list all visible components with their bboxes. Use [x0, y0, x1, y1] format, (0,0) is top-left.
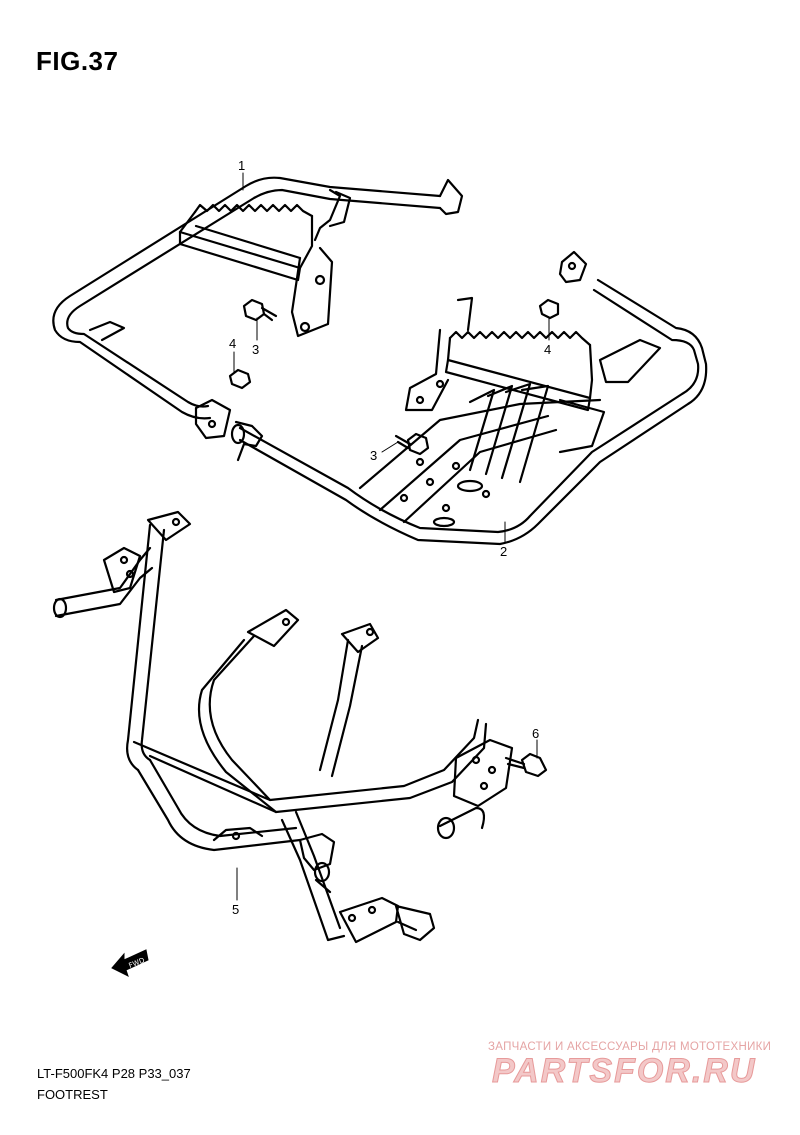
footrest-frame	[52, 510, 514, 944]
footrest-bar-right	[230, 250, 708, 546]
callout-3-upper: 3	[252, 342, 259, 357]
callout-5: 5	[232, 902, 239, 917]
callout-3-lower: 3	[370, 448, 377, 463]
callout-numbers: 1 2 3 3 4 4 5 6	[229, 158, 551, 917]
bolt-3-lower	[394, 432, 430, 456]
bolt-4-right	[538, 298, 560, 320]
watermark-tagline: ЗАПЧАСТИ И АКСЕССУАРЫ ДЛЯ МОТОТЕХНИКИ	[488, 1041, 772, 1053]
figure-code: LT-F500FK4 P28 P33_037	[37, 1066, 191, 1081]
fwd-arrow-icon: FWD	[111, 949, 149, 977]
callout-leaders	[233, 172, 550, 901]
callout-6: 6	[532, 726, 539, 741]
bolt-4-left	[228, 368, 252, 390]
bolt-3-upper	[242, 298, 278, 322]
bolt-6	[504, 752, 548, 778]
footrest-bar-left	[52, 176, 464, 440]
callout-4-left: 4	[229, 336, 236, 351]
watermark-logo: PARTSFOR.RU	[491, 1052, 757, 1091]
callout-4-right: 4	[544, 342, 551, 357]
callout-1: 1	[238, 158, 245, 173]
callout-2: 2	[500, 544, 507, 559]
figure-caption: FOOTREST	[37, 1087, 108, 1102]
figure-title: FIG.37	[36, 46, 119, 76]
